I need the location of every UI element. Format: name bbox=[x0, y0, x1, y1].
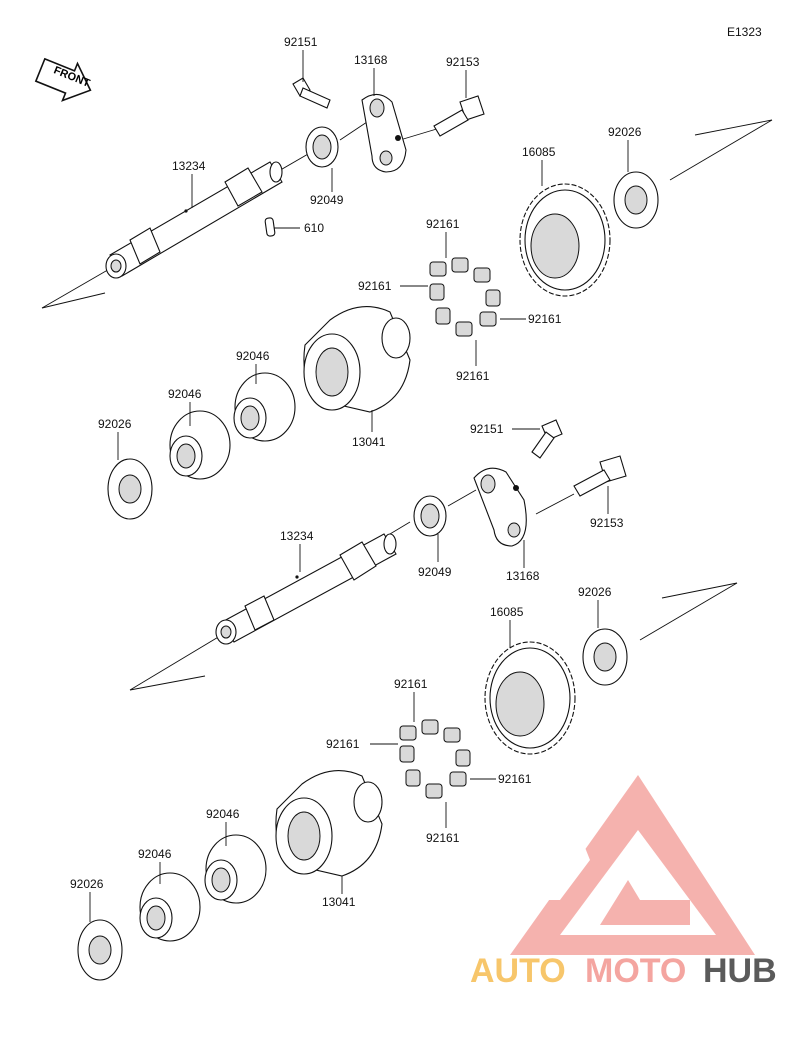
label-92161-top-3: 92161 bbox=[528, 312, 562, 326]
label-92026-left-top: 92026 bbox=[98, 417, 132, 431]
oil-seal-92049-bottom bbox=[413, 495, 447, 537]
gear-16085-top bbox=[519, 183, 611, 297]
bolt-92153-bottom bbox=[573, 455, 627, 497]
needle-bearing-92046-top-b bbox=[169, 410, 231, 480]
label-610: 610 bbox=[304, 221, 324, 235]
label-92049-bottom: 92049 bbox=[418, 565, 452, 579]
washer-92026-bottom bbox=[582, 628, 628, 686]
bolt-92151-top bbox=[292, 77, 331, 109]
needle-bearing-92046-top-a bbox=[233, 372, 296, 442]
label-92026-top: 92026 bbox=[608, 125, 642, 139]
lever-13168-top bbox=[361, 93, 407, 173]
label-92161-top-1: 92161 bbox=[426, 217, 460, 231]
label-92151-top: 92151 bbox=[284, 35, 318, 49]
bolt-92153-top bbox=[433, 95, 485, 137]
label-92161-top-2: 92161 bbox=[358, 279, 392, 293]
needle-bearing-92046-bottom-b bbox=[139, 872, 201, 942]
leader-lines bbox=[89, 50, 629, 922]
part-labels: 92151 13168 92153 13234 92049 610 16085 … bbox=[70, 35, 642, 909]
label-92153-bottom: 92153 bbox=[590, 516, 624, 530]
label-92161-top-4: 92161 bbox=[456, 369, 490, 383]
bolt-92151-bottom bbox=[531, 419, 563, 459]
watermark-text-auto: AUTO bbox=[470, 952, 566, 990]
label-13234-bottom: 13234 bbox=[280, 529, 314, 543]
shaft-13234-top bbox=[105, 161, 283, 279]
label-92161-bottom-2: 92161 bbox=[326, 737, 360, 751]
bushing-set-92161-bottom bbox=[399, 719, 471, 799]
label-13041-top: 13041 bbox=[352, 435, 386, 449]
watermark-logo bbox=[510, 775, 755, 955]
label-92046-bottom-1: 92046 bbox=[206, 807, 240, 821]
label-92049-top: 92049 bbox=[310, 193, 344, 207]
hub-13041-top bbox=[303, 306, 411, 413]
label-92161-bottom-3: 92161 bbox=[498, 772, 532, 786]
washer-92026-left-bottom bbox=[77, 919, 123, 981]
front-arrow-icon bbox=[34, 57, 92, 102]
label-92046-top-2: 92046 bbox=[168, 387, 202, 401]
label-13168-bottom: 13168 bbox=[506, 569, 540, 583]
shaft-13234-bottom bbox=[215, 533, 397, 645]
label-92046-bottom-2: 92046 bbox=[138, 847, 172, 861]
label-92151-bottom: 92151 bbox=[470, 422, 504, 436]
diagram-code: E1323 bbox=[727, 25, 762, 39]
lever-13168-bottom bbox=[473, 467, 527, 547]
pin-610 bbox=[264, 217, 276, 237]
label-92046-top-1: 92046 bbox=[236, 349, 270, 363]
hub-13041-bottom bbox=[275, 770, 383, 877]
label-92153-top: 92153 bbox=[446, 55, 480, 69]
label-16085-top: 16085 bbox=[522, 145, 556, 159]
washer-92026-left-top bbox=[107, 458, 153, 520]
bushing-set-92161-top bbox=[429, 257, 501, 337]
label-13234-top: 13234 bbox=[172, 159, 206, 173]
gear-16085-bottom bbox=[484, 641, 576, 755]
label-92161-bottom-4: 92161 bbox=[426, 831, 460, 845]
label-13041-bottom: 13041 bbox=[322, 895, 356, 909]
label-92026-left-bottom: 92026 bbox=[70, 877, 104, 891]
label-16085-bottom: 16085 bbox=[490, 605, 524, 619]
watermark-text-moto: MOTO bbox=[585, 952, 686, 990]
label-92161-bottom-1: 92161 bbox=[394, 677, 428, 691]
label-13168-top: 13168 bbox=[354, 53, 388, 67]
washer-92026-top bbox=[613, 171, 659, 229]
label-92026-bottom: 92026 bbox=[578, 585, 612, 599]
watermark-text-hub: HUB bbox=[703, 952, 777, 990]
oil-seal-92049-top bbox=[305, 126, 339, 168]
needle-bearing-92046-bottom-a bbox=[204, 834, 267, 904]
